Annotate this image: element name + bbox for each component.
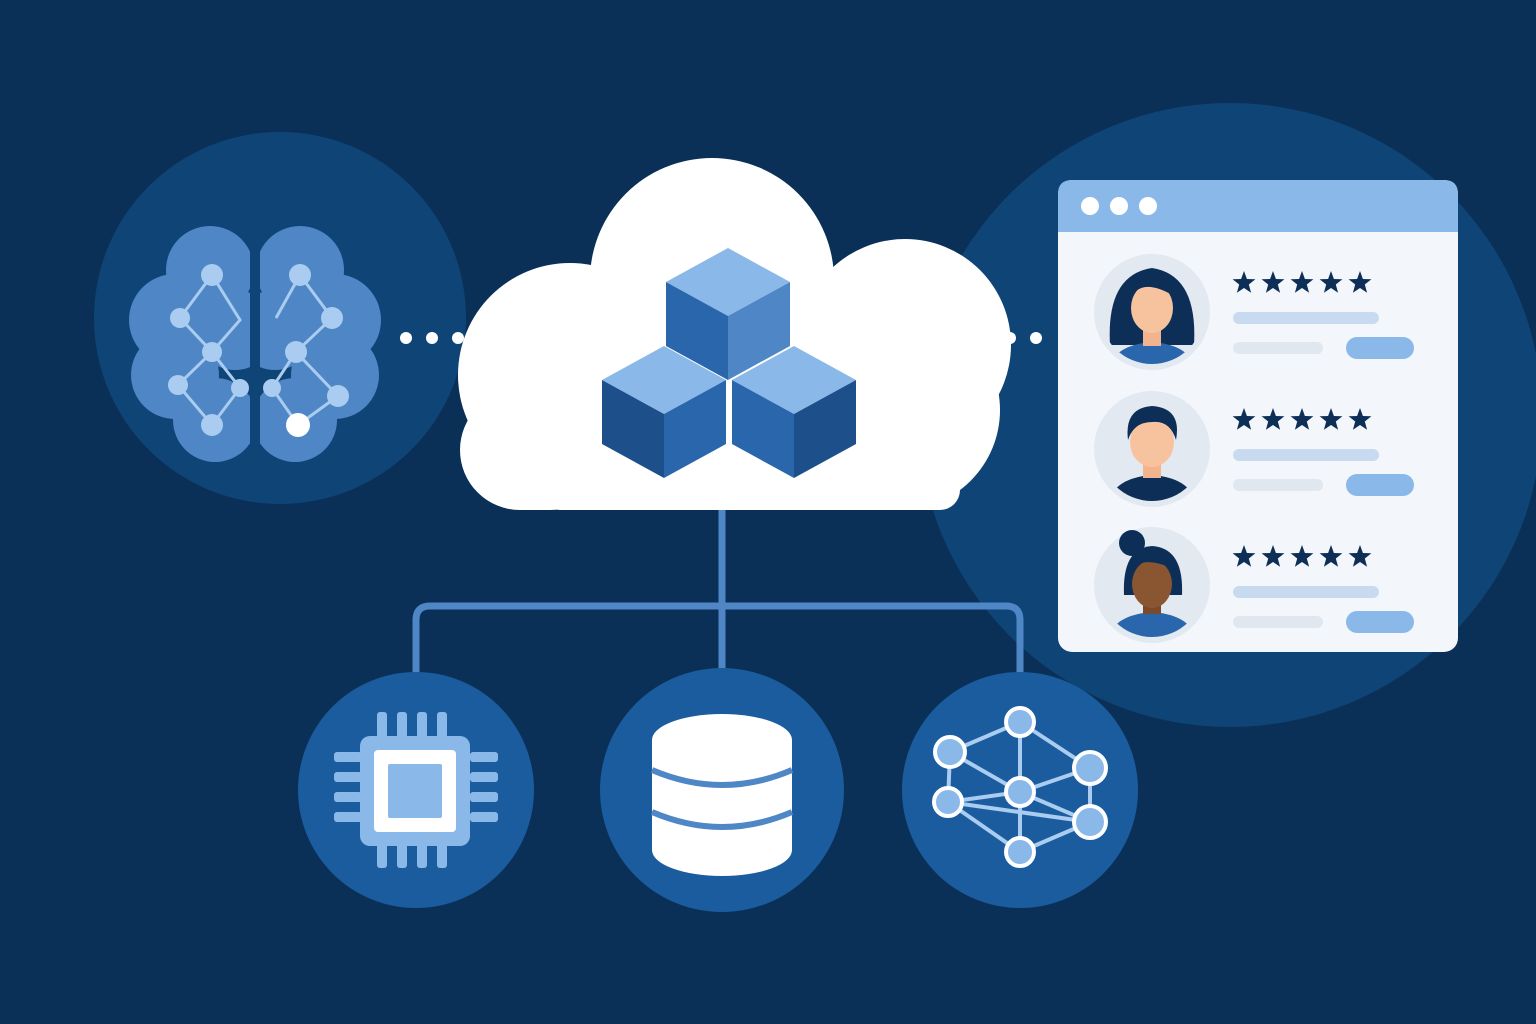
cube-top xyxy=(666,248,790,380)
star-icon xyxy=(1319,408,1343,430)
avatar-woman-icon xyxy=(1108,268,1196,364)
window-control-dot[interactable] xyxy=(1081,197,1099,215)
star-icon xyxy=(1232,408,1256,430)
cpu-chip-icon xyxy=(334,712,498,868)
star-icon xyxy=(1319,545,1343,567)
avatar-man-icon xyxy=(1106,406,1198,501)
neural-network-icon xyxy=(932,706,1108,868)
star-icon xyxy=(1261,408,1285,430)
window-control-dot[interactable] xyxy=(1110,197,1128,215)
window-control-dot[interactable] xyxy=(1139,197,1157,215)
star-rating xyxy=(1232,408,1372,430)
star-icon xyxy=(1348,408,1372,430)
database-icon xyxy=(650,714,794,876)
star-icon xyxy=(1232,271,1256,293)
review-row xyxy=(1094,254,1414,370)
star-icon xyxy=(1232,545,1256,567)
cube-left xyxy=(602,346,726,478)
star-icon xyxy=(1261,271,1285,293)
review-row xyxy=(1094,391,1414,507)
star-icon xyxy=(1348,545,1372,567)
dotted-connector-left xyxy=(400,332,464,344)
star-rating xyxy=(1232,545,1372,567)
star-rating xyxy=(1232,271,1372,293)
brain-network-icon xyxy=(129,226,381,470)
review-action-button[interactable] xyxy=(1346,611,1414,633)
review-action-button[interactable] xyxy=(1346,474,1414,496)
window-controls[interactable] xyxy=(1081,197,1157,215)
star-icon xyxy=(1290,545,1314,567)
star-icon xyxy=(1290,271,1314,293)
star-icon xyxy=(1290,408,1314,430)
cube-right xyxy=(732,346,856,478)
star-icon xyxy=(1261,545,1285,567)
star-icon xyxy=(1348,271,1372,293)
review-row xyxy=(1094,527,1414,643)
star-icon xyxy=(1319,271,1343,293)
reviews-window xyxy=(1058,180,1458,652)
cloud-cubes-icon xyxy=(458,158,1011,510)
review-action-button[interactable] xyxy=(1346,337,1414,359)
tree-connector xyxy=(412,501,1024,676)
